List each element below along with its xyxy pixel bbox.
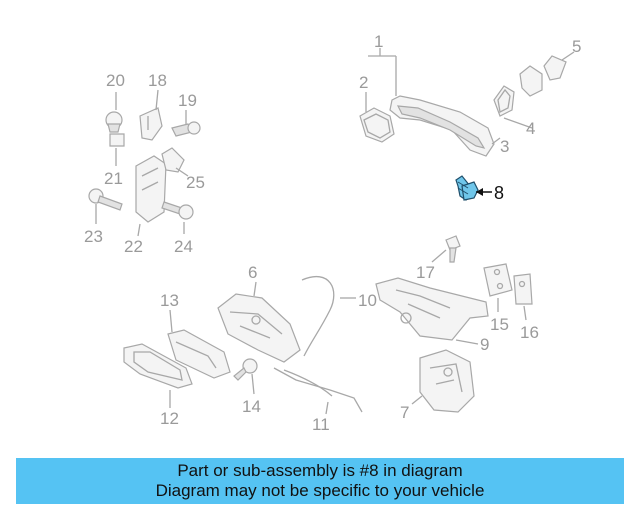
part-screw-20 <box>105 111 123 133</box>
callout-11: 11 <box>312 415 330 434</box>
callout-2: 2 <box>359 73 368 92</box>
part-actuator-6 <box>217 293 301 363</box>
callout-6: 6 <box>248 263 257 282</box>
part-screw-14 <box>233 358 258 381</box>
part-bezel-13 <box>167 329 231 379</box>
part-pad-16 <box>513 273 533 305</box>
banner-line-2: Diagram may not be specific to your vehi… <box>155 481 485 500</box>
part-guide-22 <box>135 155 167 223</box>
part-cable-10 <box>301 275 335 357</box>
part-cap-25 <box>161 147 185 173</box>
callout-24: 24 <box>174 237 193 256</box>
part-bracket <box>139 107 163 141</box>
callout-22: 22 <box>124 237 143 256</box>
part-screw-17 <box>445 235 461 263</box>
callout-7: 7 <box>400 403 409 422</box>
callout-1: 1 <box>374 32 383 51</box>
info-banner: Part or sub-assembly is #8 in diagram Di… <box>16 458 624 504</box>
callout-13: 13 <box>160 291 179 310</box>
part-inside-handle-12 <box>123 343 193 389</box>
part-gasket <box>493 85 515 117</box>
part-rod-11 <box>273 367 363 413</box>
banner-line-1: Part or sub-assembly is #8 in diagram <box>177 461 463 480</box>
callout-25: 25 <box>186 173 205 192</box>
callout-21: 21 <box>104 169 123 188</box>
callout-16: 16 <box>520 323 539 342</box>
part-latch-7 <box>419 349 475 413</box>
callout-18: 18 <box>148 71 167 90</box>
part-outside-handle <box>359 95 495 157</box>
callout-10: 10 <box>358 291 377 310</box>
callout-20: 20 <box>106 71 125 90</box>
callout-3: 3 <box>500 137 509 156</box>
part-8-bolt <box>455 175 479 201</box>
part-screw-19 <box>171 121 201 137</box>
callout-15: 15 <box>490 315 509 334</box>
part-cover <box>519 55 567 97</box>
callout-19: 19 <box>178 91 197 110</box>
callout-4: 4 <box>526 119 535 138</box>
callout-12: 12 <box>160 409 179 428</box>
part-screw-24 <box>161 201 194 220</box>
part-screw-23 <box>88 188 123 211</box>
callout-23: 23 <box>84 227 103 246</box>
callout-14: 14 <box>242 397 261 416</box>
callout-17: 17 <box>416 263 435 282</box>
callout-9: 9 <box>480 335 489 354</box>
part-pad-15 <box>483 263 513 297</box>
part-clip-21 <box>109 133 125 147</box>
parts-diagram: 1 2 3 4 5 8 18 19 20 21 <box>84 32 581 434</box>
part-bracket-9 <box>375 277 489 341</box>
callout-5: 5 <box>572 37 581 56</box>
callout-8: 8 <box>494 183 504 203</box>
